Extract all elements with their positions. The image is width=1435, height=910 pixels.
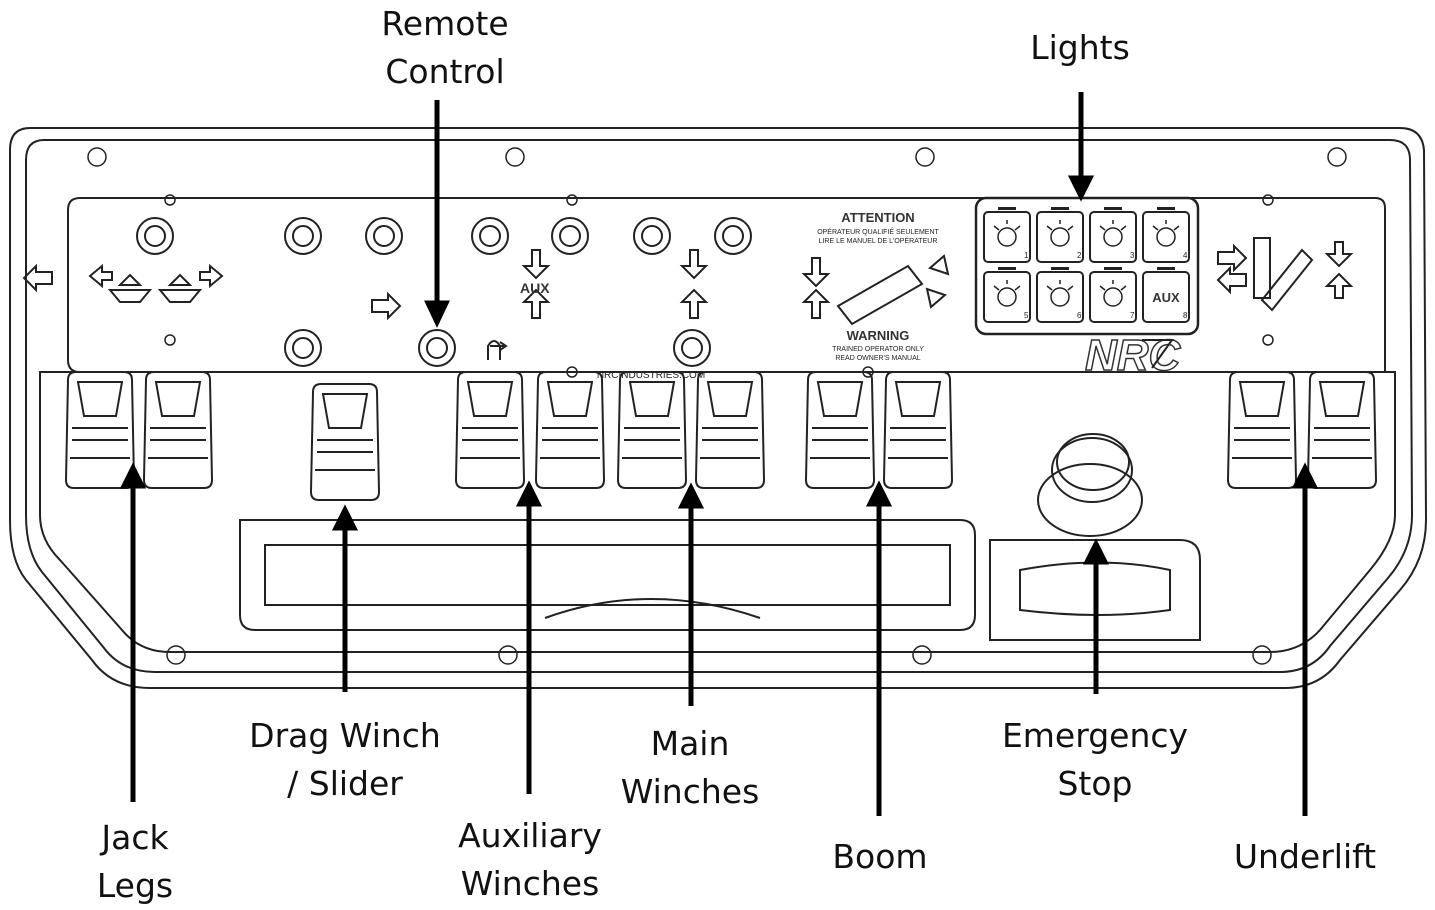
spot-light-icon <box>993 280 1021 307</box>
callout-line: Winches <box>460 864 600 903</box>
website-label: NRCINDUSTRIES.COM <box>597 370 705 381</box>
emergency-stop-pointer <box>1082 538 1110 694</box>
knob <box>471 217 509 255</box>
remote-control-callout: Remote Control <box>365 0 525 96</box>
underlift-pointer <box>1291 462 1319 816</box>
attention-line-1: OPÉRATEUR QUALIFIÉ SEULEMENT <box>817 227 939 236</box>
safety-decal: ATTENTION OPÉRATEUR QUALIFIÉ SEULEMENT L… <box>817 210 939 362</box>
light-button-number: 3 <box>1130 251 1135 260</box>
knob <box>633 217 671 255</box>
rocker-switch <box>694 371 766 489</box>
light-button-2: 2 <box>1036 207 1084 263</box>
warning-line-1: TRAINED OPERATOR ONLY <box>832 346 924 353</box>
rocker-switch <box>882 371 954 489</box>
light-button-number: 6 <box>1077 311 1082 320</box>
light-button-number: 2 <box>1077 251 1082 260</box>
arrow-pictograms <box>22 237 1354 360</box>
rocker-switch <box>1306 371 1378 489</box>
rocker-switch <box>454 371 526 489</box>
headlight-icon <box>1046 280 1074 307</box>
knob <box>714 217 752 255</box>
light-button-6: 6 <box>1036 267 1084 323</box>
light-button-5: 5 <box>983 267 1031 323</box>
knob <box>551 217 589 255</box>
work-light-icon <box>993 220 1021 247</box>
light-button-1: 1 <box>983 207 1031 263</box>
callout-line: Legs <box>96 866 174 905</box>
strobe-icon <box>1099 280 1127 307</box>
callout-line: Control <box>385 52 505 91</box>
light-button-number: 7 <box>1130 311 1135 320</box>
beacon-alt-icon <box>1099 220 1127 247</box>
nrc-logo: NRC <box>1085 331 1182 380</box>
callout-line: Underlift <box>1233 837 1377 876</box>
rocker-switch <box>534 371 606 489</box>
knob <box>284 329 322 367</box>
callout-line: Stop <box>1057 764 1133 803</box>
attention-line-2: LIRE LE MANUEL DE L'OPÉRATEUR <box>819 236 938 245</box>
callout-line: Remote <box>381 4 509 43</box>
light-button-7: 7 <box>1089 267 1137 323</box>
boom-callout: Boom <box>810 833 950 881</box>
callout-line: Main <box>650 724 730 763</box>
warning-line-2: READ OWNER'S MANUAL <box>835 355 920 362</box>
rocker-switch <box>616 371 688 489</box>
rocker-switch <box>142 371 214 489</box>
light-button-4: 4 <box>1142 207 1190 263</box>
rocker-switch <box>309 383 381 501</box>
callout-line: Auxiliary <box>458 816 602 855</box>
underlift-callout: Underlift <box>1215 833 1395 881</box>
beacon-icon <box>1046 220 1074 247</box>
knob <box>136 217 174 255</box>
callout-line: Emergency <box>1001 716 1189 755</box>
rocker-switches <box>64 371 1378 501</box>
rocker-switch <box>64 371 136 489</box>
light-button-number: 5 <box>1024 311 1029 320</box>
warning-title: WARNING <box>847 328 910 343</box>
rocker-switch <box>1226 371 1298 489</box>
light-button-number: 4 <box>1183 251 1188 260</box>
main-winches-callout: Main Winches <box>600 720 780 816</box>
remote-knob <box>418 329 456 367</box>
jack-legs-callout: Jack Legs <box>70 814 200 910</box>
drag-winch-callout: Drag Winch / Slider <box>240 712 450 808</box>
auxiliary-winches-pointer <box>515 480 543 794</box>
knob <box>284 217 322 255</box>
drag-winch-pointer <box>331 504 359 692</box>
rocker-switch <box>804 371 876 489</box>
aux-button-label: AUX <box>1152 290 1180 305</box>
attention-title: ATTENTION <box>841 210 914 225</box>
remote-control-pointer <box>424 100 450 328</box>
callout-line: Jack <box>101 818 169 857</box>
flood-light-icon <box>1152 220 1180 247</box>
callout-line: / Slider <box>287 764 403 803</box>
lights-pointer <box>1067 92 1095 202</box>
light-button-number: 1 <box>1024 251 1029 260</box>
jack-legs-pointer <box>119 462 147 802</box>
nrc-logo-mark <box>1142 339 1174 369</box>
callout-line: Drag Winch <box>249 716 441 755</box>
boom-pointer <box>865 480 893 816</box>
light-button-3: 3 <box>1089 207 1137 263</box>
knob <box>673 329 711 367</box>
emergency-stop-callout: Emergency Stop <box>990 712 1200 808</box>
aux-winch-label: AUX <box>520 280 550 296</box>
main-winches-pointer <box>677 482 705 706</box>
hydraulic-knobs <box>136 217 752 367</box>
light-button-number: 8 <box>1183 311 1188 320</box>
auxiliary-winches-callout: Auxiliary Winches <box>430 812 630 908</box>
mounting-screws <box>87 147 1347 665</box>
knob <box>365 217 403 255</box>
panel-housing <box>9 127 1428 689</box>
callout-line: Lights <box>1030 28 1130 67</box>
callout-line: Winches <box>620 772 760 811</box>
emergency-stop-button <box>1037 433 1143 537</box>
lights-callout: Lights <box>1010 24 1150 72</box>
callout-pointers <box>119 92 1319 816</box>
callout-line: Boom <box>832 837 928 876</box>
